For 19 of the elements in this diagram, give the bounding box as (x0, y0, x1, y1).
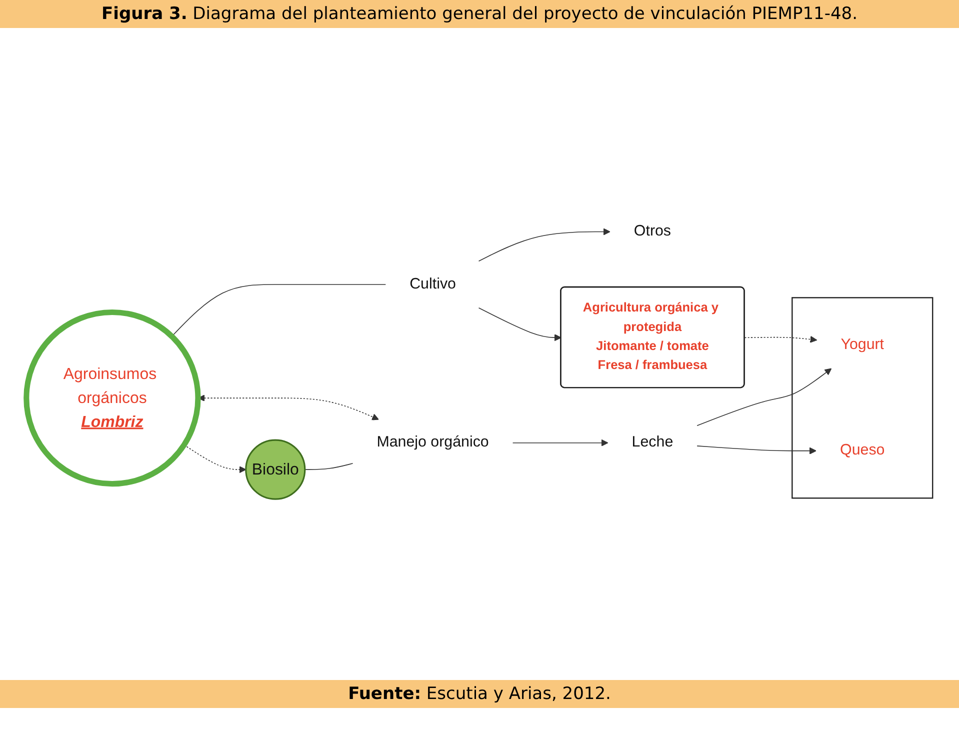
arrow (744, 336, 818, 344)
node-circle: Agroinsumos orgánicos Lombriz (24, 310, 201, 487)
arrow (696, 446, 816, 455)
node-text: Yogurt (840, 336, 884, 354)
node-text: Otros (634, 223, 672, 240)
node-text: Cultivo (410, 276, 456, 293)
figure-title: Figura 3. Diagrama del planteamiento general del proyecto de vinculación PIEMP11-48. (0, 0, 959, 28)
node-text: Manejo orgánico (376, 434, 489, 451)
arrow (512, 440, 608, 447)
arrow (696, 368, 832, 426)
arrow (478, 228, 610, 262)
node-circle: Biosilo (245, 440, 306, 500)
cluster (792, 297, 934, 499)
connector (304, 463, 354, 470)
node-text: Leche (632, 434, 674, 451)
connector (171, 284, 386, 338)
arrow (478, 308, 562, 342)
node-text: Queso (840, 442, 885, 459)
source-caption: Fuente: Escutia y Arias, 2012. (0, 680, 959, 708)
